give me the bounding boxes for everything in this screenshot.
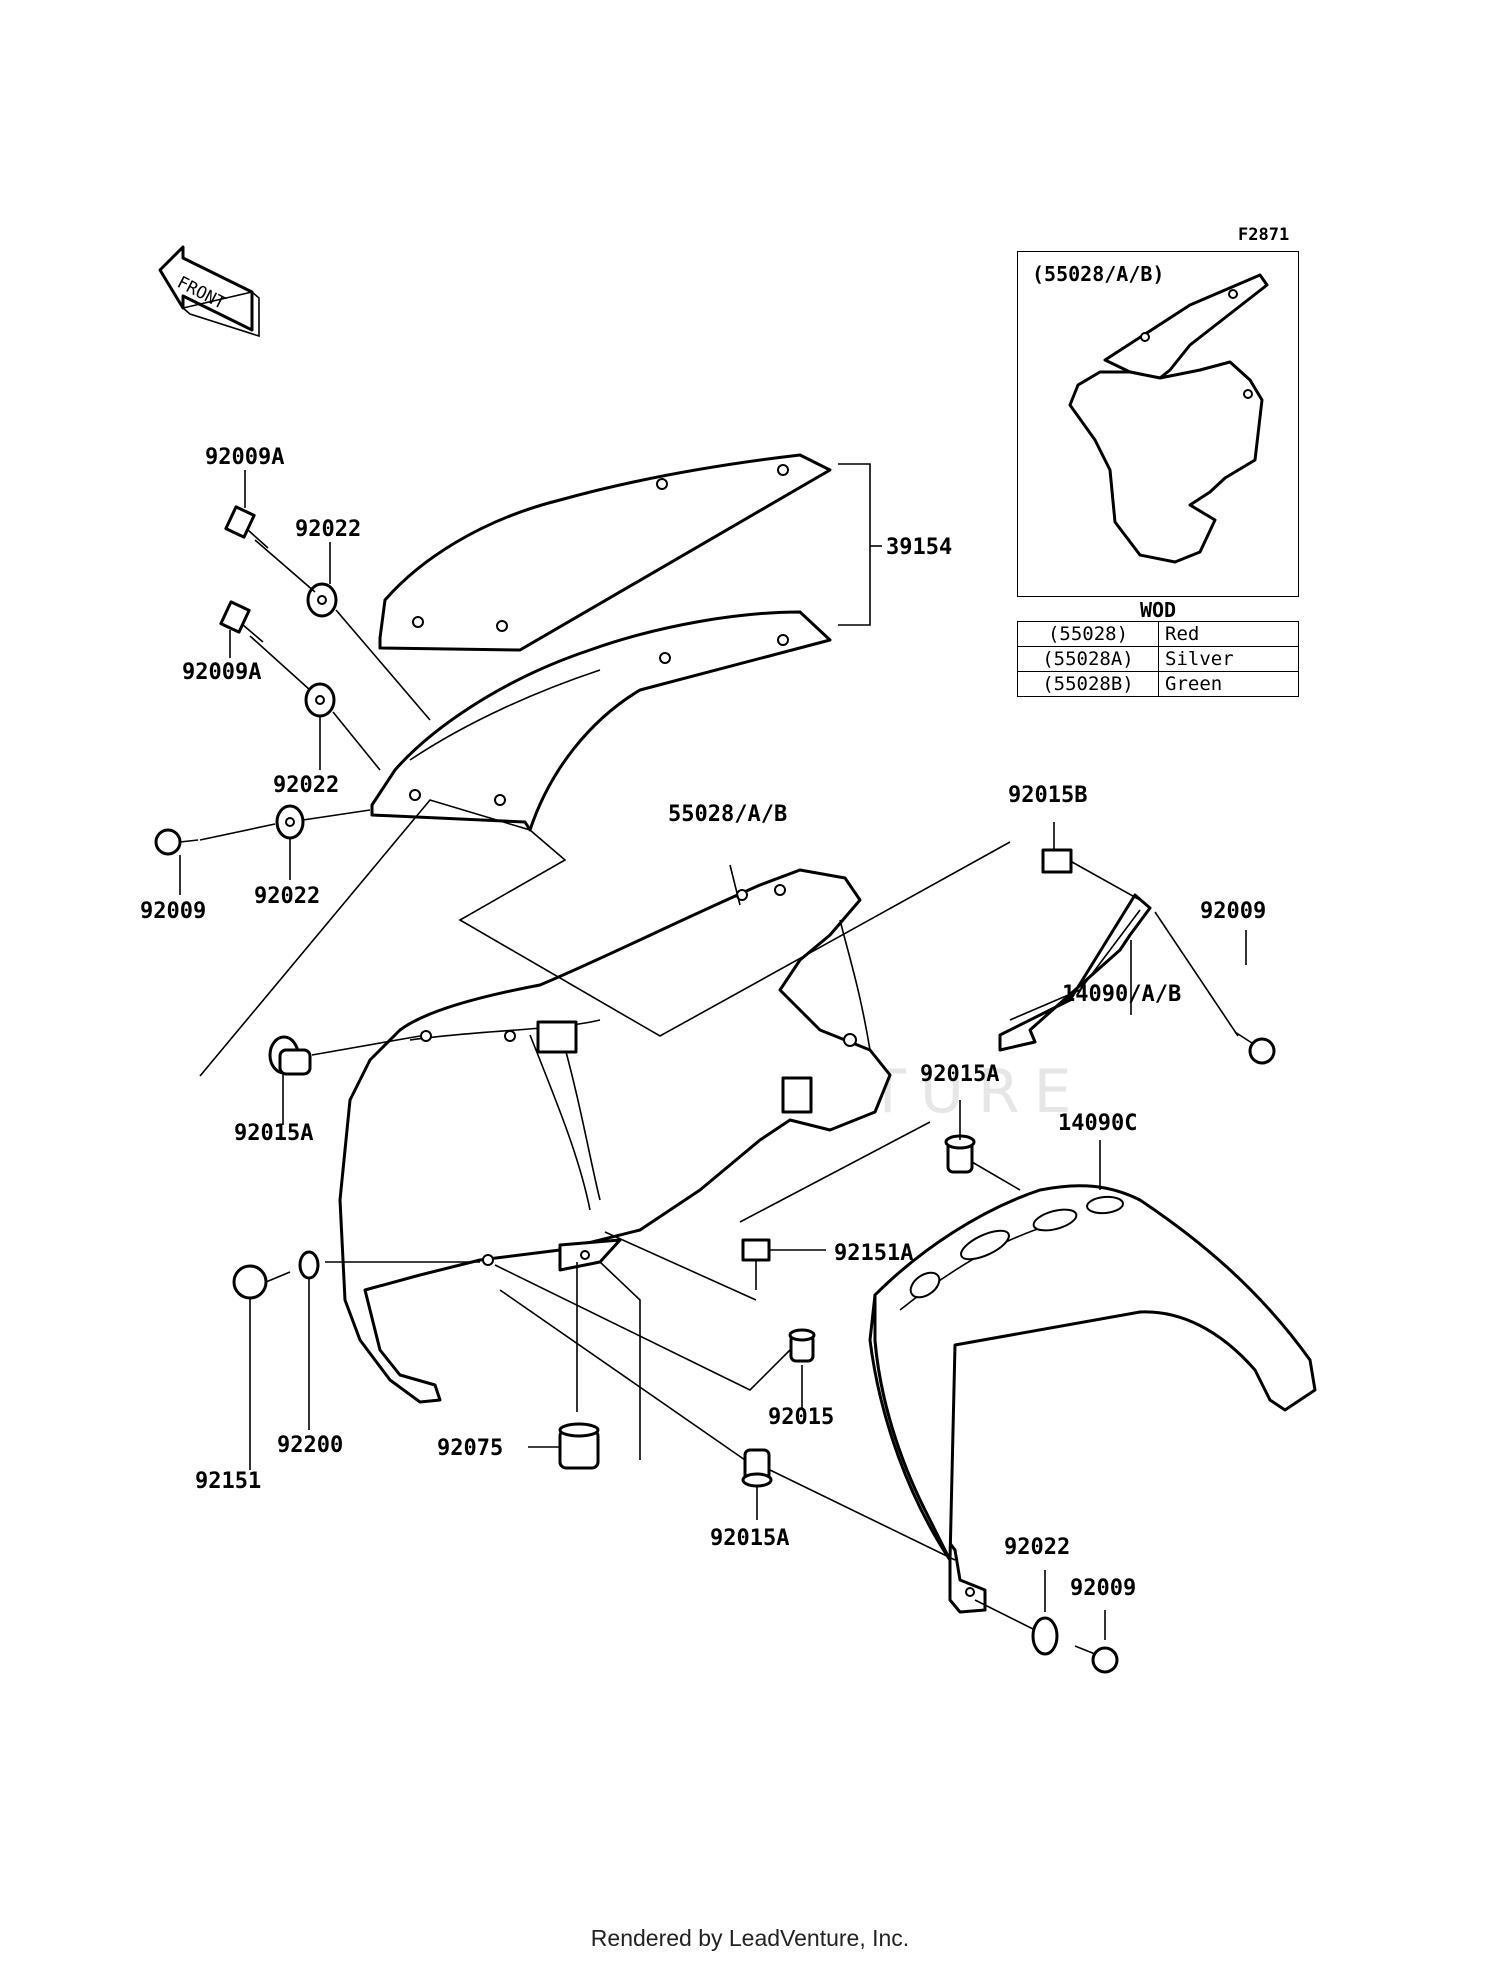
part-92015B-clip [1041,848,1073,874]
label-92022-left: 92022 [254,884,320,909]
table-row: (55028B) Green [1017,671,1299,697]
color-table-header: WOD [1139,598,1177,622]
part-92151A-bolt [741,1238,771,1290]
part-55028-cowl [338,868,892,1404]
label-92075: 92075 [437,1436,503,1461]
color-code: (55028B) [1017,671,1159,697]
table-row: (55028) Red [1017,621,1299,647]
label-92015A-right: 92015A [920,1062,999,1087]
label-92151: 92151 [195,1469,261,1494]
part-14090C-frame [868,1184,1317,1614]
part-92015-grommet [788,1328,816,1363]
label-92015A-left: 92015A [234,1121,313,1146]
part-92009-bottom-bolt [1074,1645,1119,1674]
color-table: WOD (55028) Red (55028A) Silver (55028B)… [1017,599,1299,697]
table-row: (55028A) Silver [1017,646,1299,672]
label-92009A-mid: 92009A [182,660,261,685]
part-39154-upper [378,453,832,652]
figure-number: F2871 [1238,225,1290,245]
inset-cowl-sketch [1068,273,1269,564]
part-92009A-top-bolt [224,505,269,549]
label-14090C: 14090C [1058,1111,1137,1136]
label-92200: 92200 [277,1433,343,1458]
front-arrow-icon: FRONT [158,245,260,338]
label-14090: 14090/A/B [1062,982,1181,1007]
footer-credit: Rendered by LeadVenture, Inc. [590,1925,910,1951]
label-92022-top: 92022 [295,517,361,542]
part-92151-bolt [232,1264,291,1300]
label-92022-bottom: 92022 [1004,1535,1070,1560]
part-92015A-right-grommet [944,1134,976,1174]
color-name: Red [1158,621,1299,647]
part-92015A-bottom-grommet [741,1448,773,1488]
part-92009-right-bolt [1234,1031,1276,1065]
part-14090-bracket [998,893,1152,1052]
label-92022-mid: 92022 [273,773,339,798]
label-92009A-top: 92009A [205,445,284,470]
leader-lines [179,463,1247,1640]
label-92015: 92015 [768,1405,834,1430]
label-92009-left: 92009 [140,899,206,924]
label-55028: 55028/A/B [668,802,787,827]
part-92009-left-bolt [154,828,199,856]
part-92200-washer [298,1250,320,1280]
label-92015A-bottom: 92015A [710,1526,789,1551]
label-39154: 39154 [886,535,952,560]
color-code: (55028) [1017,621,1159,647]
part-92009A-mid-bolt [219,600,264,643]
part-92075-grommet [558,1422,600,1470]
inset-panel: (55028/A/B) [1017,251,1299,597]
label-92015B: 92015B [1008,783,1087,808]
color-code: (55028A) [1017,646,1159,672]
part-92015A-left-grommet [268,1035,312,1076]
part-39154-lower [370,610,832,832]
label-92151A: 92151A [834,1241,913,1266]
inset-title: (55028/A/B) [1032,262,1165,286]
label-92009-bottom: 92009 [1070,1576,1136,1601]
part-92022-bottom-washer [1031,1616,1059,1656]
color-name: Green [1158,671,1299,697]
label-92009-right: 92009 [1200,899,1266,924]
